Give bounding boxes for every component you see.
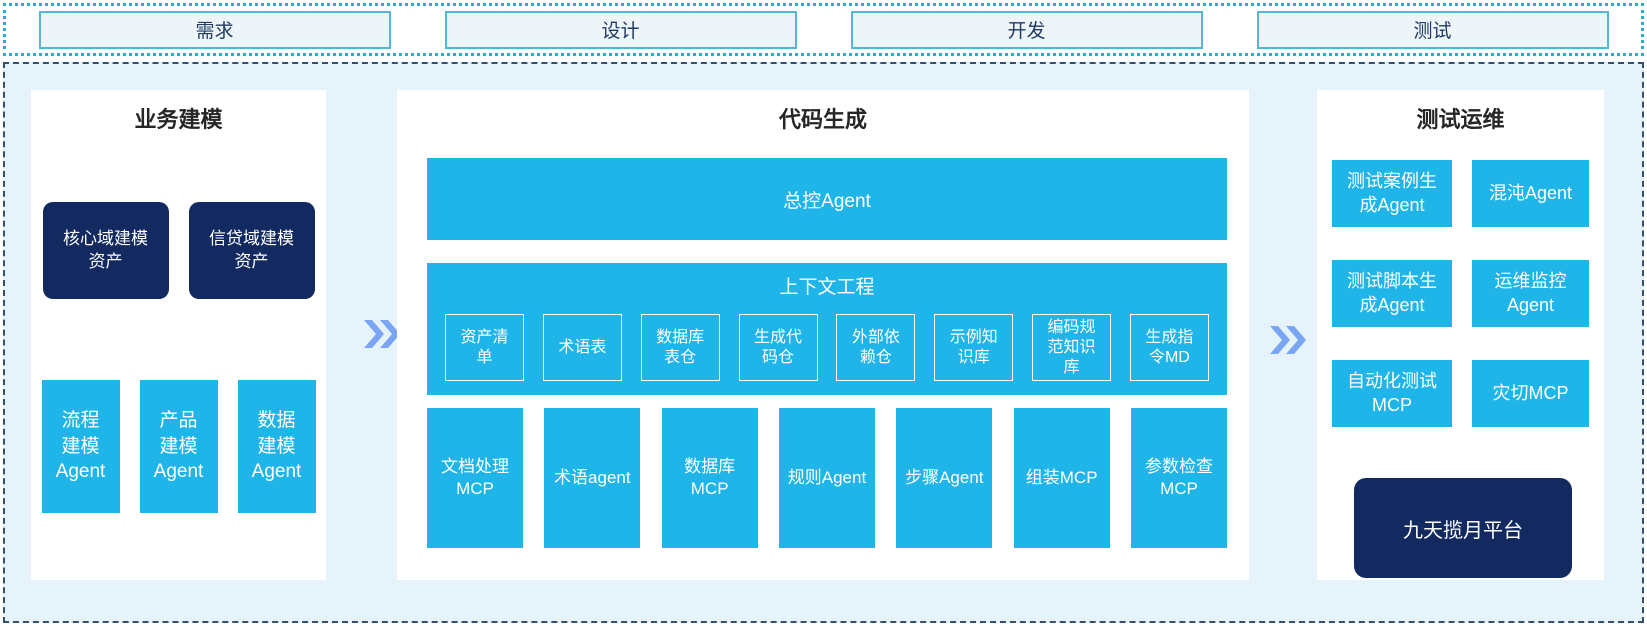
context-item-example-kb: 示例知 识库 <box>934 314 1014 381</box>
agent-box-product-modeling: 产品 建模 Agent <box>139 380 218 513</box>
code-generation-panel: 代码生成 总控Agent 上下文工程 资产清 单 术语表 数据库 表仓 生成代 … <box>397 90 1249 580</box>
context-item-coding-standards-kb: 编码规 范知识 库 <box>1032 314 1112 381</box>
ops-box-disaster-switch-mcp: 灾切MCP <box>1472 360 1589 427</box>
context-item-external-deps-repo: 外部依 赖仓 <box>836 314 916 381</box>
platform-box-jiutian-lanyue: 九天揽月平台 <box>1354 478 1572 578</box>
panel-title-code-generation: 代码生成 <box>778 107 867 132</box>
tool-box-step-agent: 步骤Agent <box>896 408 993 548</box>
phase-strip: 需求 设计 开发 测试 <box>3 3 1644 56</box>
panel-title-test-ops: 测试运维 <box>1416 107 1505 132</box>
flow-arrow-icon <box>362 320 400 348</box>
tool-box-assembly-mcp: 组装MCP <box>1013 408 1110 548</box>
context-engineering-title: 上下文工程 <box>779 277 875 298</box>
tool-box-doc-processing-mcp: 文档处理 MCP <box>427 408 523 548</box>
ops-box-auto-test-mcp: 自动化测试 MCP <box>1332 360 1452 427</box>
context-item-instruction-md: 生成指 令MD <box>1129 314 1209 381</box>
agent-box-data-modeling: 数据 建模 Agent <box>237 380 316 513</box>
ops-box-chaos-agent: 混沌Agent <box>1472 160 1589 227</box>
test-ops-grid: 测试案例生 成Agent 混沌Agent 测试脚本生 成Agent 运维监控 A… <box>1332 160 1589 427</box>
context-item-asset-list: 资产清 单 <box>445 314 524 381</box>
business-modeling-panel: 业务建模 核心域建模 资产 信贷域建模 资产 流程 建模 Agent 产品 建模… <box>31 90 326 580</box>
modeling-assets-row: 核心域建模 资产 信贷域建模 资产 <box>31 202 326 299</box>
code-generation-tools-row: 文档处理 MCP 术语agent 数据库 MCP 规则Agent 步骤Agent… <box>427 408 1227 548</box>
tool-box-database-mcp: 数据库 MCP <box>661 408 758 548</box>
ops-box-test-script-gen-agent: 测试脚本生 成Agent <box>1332 260 1452 327</box>
ops-box-test-case-gen-agent: 测试案例生 成Agent <box>1332 160 1452 227</box>
test-ops-panel: 测试运维 测试案例生 成Agent 混沌Agent 测试脚本生 成Agent 运… <box>1317 90 1604 580</box>
phase-box-design: 设计 <box>444 10 797 49</box>
phase-box-testing: 测试 <box>1256 10 1609 49</box>
master-agent-bar: 总控Agent <box>427 158 1227 240</box>
tool-box-glossary-agent: 术语agent <box>544 408 641 548</box>
main-container: 业务建模 核心域建模 资产 信贷域建模 资产 流程 建模 Agent 产品 建模… <box>3 62 1644 623</box>
context-engineering-panel: 上下文工程 资产清 单 术语表 数据库 表仓 生成代 码仓 外部依 赖仓 示例知… <box>427 263 1227 395</box>
context-item-db-table-repo: 数据库 表仓 <box>640 314 720 381</box>
ops-box-ops-monitor-agent: 运维监控 Agent <box>1472 260 1589 327</box>
panel-title-business-modeling: 业务建模 <box>134 107 223 132</box>
agent-box-process-modeling: 流程 建模 Agent <box>41 380 120 513</box>
asset-box-credit-domain: 信贷域建模 资产 <box>188 202 315 299</box>
modeling-agents-row: 流程 建模 Agent 产品 建模 Agent 数据 建模 Agent <box>31 380 326 513</box>
phase-box-development: 开发 <box>850 10 1203 49</box>
flow-arrow-icon <box>1268 326 1306 354</box>
asset-box-core-domain: 核心域建模 资产 <box>42 202 169 299</box>
phase-box-requirements: 需求 <box>38 10 391 49</box>
tool-box-param-check-mcp: 参数检查 MCP <box>1130 408 1227 548</box>
tool-box-rule-agent: 规则Agent <box>778 408 875 548</box>
context-item-generated-code-repo: 生成代 码仓 <box>738 314 818 381</box>
context-item-glossary: 术语表 <box>542 314 622 381</box>
context-items-row: 资产清 单 术语表 数据库 表仓 生成代 码仓 外部依 赖仓 示例知 识库 编码… <box>445 314 1209 381</box>
